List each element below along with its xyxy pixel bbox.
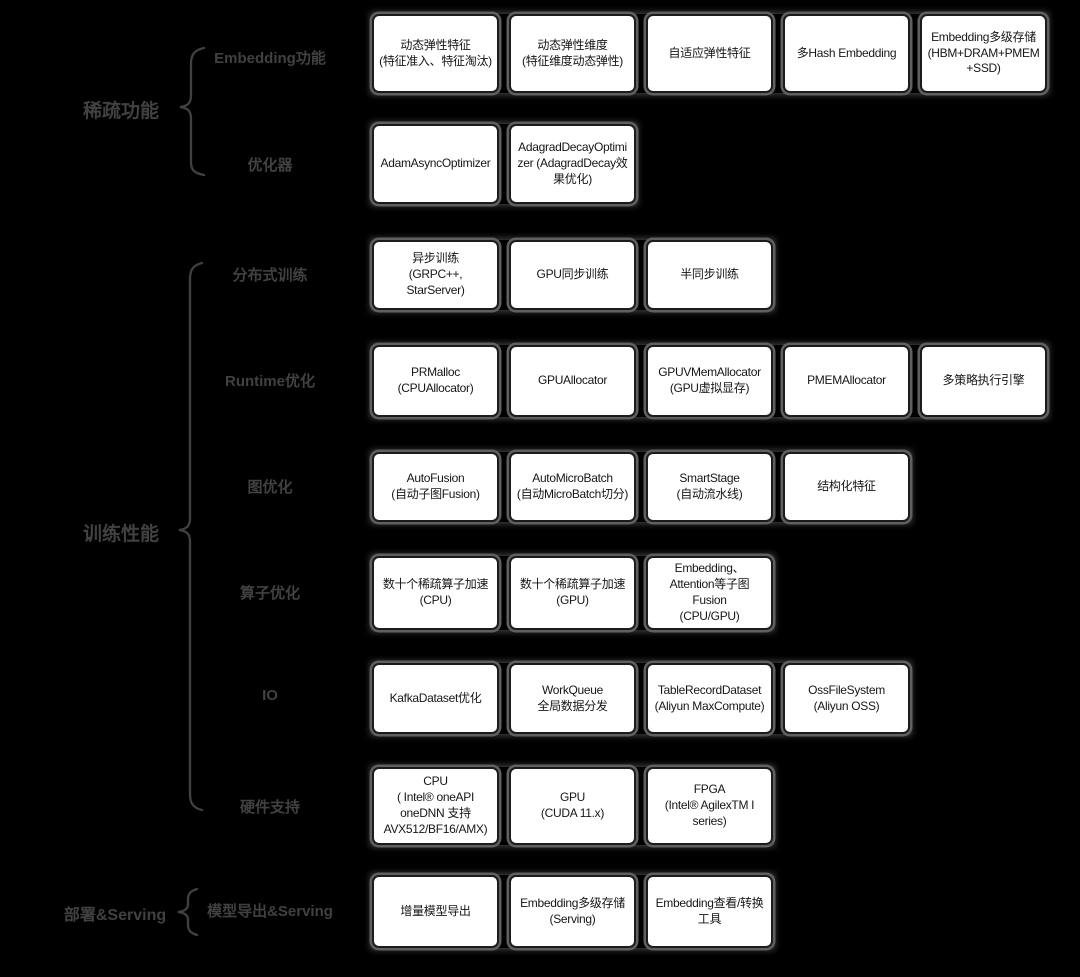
- feature-box-embedding-serving: Embedding多级存储 (Serving): [509, 875, 636, 948]
- branch-label-runtime: Runtime优化: [224, 373, 315, 390]
- feature-box-gpu: GPU (CUDA 11.x): [509, 767, 636, 845]
- feature-box-cpu: CPU ( Intel® oneAPI oneDNN 支持 AVX512/BF1…: [372, 767, 499, 845]
- feature-box-subgraph-fusion: Embedding、 Attention等子图 Fusion (CPU/GPU): [646, 556, 773, 630]
- feature-box-tablerecord: TableRecordDataset (Aliyun MaxCompute): [646, 663, 773, 734]
- feature-box-autofusion: AutoFusion (自动子图Fusion): [372, 452, 499, 522]
- feature-box-sparse-op-cpu: 数十个稀疏算子加速 (CPU): [372, 556, 499, 630]
- branch-label-export-serving: 模型导出&Serving: [207, 903, 333, 920]
- branch-label-graph-opt: 图优化: [247, 479, 293, 496]
- row-serving: 增量模型导出 Embedding多级存储 (Serving) Embedding…: [372, 875, 773, 948]
- row-embedding: 动态弹性特征 (特征准入、特征淘汰) 动态弹性维度 (特征维度动态弹性) 自适应…: [372, 14, 1047, 93]
- feature-box-adaptive-elastic: 自适应弹性特征: [646, 14, 773, 93]
- branch-label-io: IO: [262, 687, 278, 704]
- row-op-opt: 数十个稀疏算子加速 (CPU) 数十个稀疏算子加速 (GPU) Embeddin…: [372, 556, 773, 630]
- group-label-deploy-serving: 部署&Serving: [63, 907, 167, 924]
- feature-box-adagrad-decay-optimizer: AdagradDecayOptimizer (AdagradDecay效果优化): [509, 124, 636, 204]
- feature-box-sparse-op-gpu: 数十个稀疏算子加速 (GPU): [509, 556, 636, 630]
- branch-label-distributed: 分布式训练: [232, 267, 308, 284]
- branch-label-optimizer: 优化器: [247, 157, 293, 174]
- feature-box-fpga: FPGA (Intel® AgilexTM I series): [646, 767, 773, 845]
- feature-box-dynamic-elastic-dim: 动态弹性维度 (特征维度动态弹性): [509, 14, 636, 93]
- feature-box-prmalloc: PRMalloc (CPUAllocator): [372, 345, 499, 417]
- feature-box-async-training: 异步训练 (GRPC++, StarServer): [372, 240, 499, 310]
- feature-box-workqueue: WorkQueue 全局数据分发: [509, 663, 636, 734]
- branch-label-embedding: Embedding功能: [214, 50, 326, 67]
- group-label-training-performance: 训练性能: [82, 524, 159, 545]
- row-graph-opt: AutoFusion (自动子图Fusion) AutoMicroBatch (…: [372, 452, 910, 522]
- feature-box-embedding-storage: Embedding多级存储 (HBM+DRAM+PMEM +SSD): [920, 14, 1047, 93]
- row-io: KafkaDataset优化 WorkQueue 全局数据分发 TableRec…: [372, 663, 910, 734]
- feature-box-incremental-export: 增量模型导出: [372, 875, 499, 948]
- feature-box-pmem-allocator: PMEMAllocator: [783, 345, 910, 417]
- feature-box-dynamic-elastic-feature: 动态弹性特征 (特征准入、特征淘汰): [372, 14, 499, 93]
- feature-box-gpu-sync: GPU同步训练: [509, 240, 636, 310]
- feature-box-gpuvmem: GPUVMemAllocator (GPU虚拟显存): [646, 345, 773, 417]
- row-hardware: CPU ( Intel® oneAPI oneDNN 支持 AVX512/BF1…: [372, 767, 773, 845]
- feature-box-semi-sync: 半同步训练: [646, 240, 773, 310]
- feature-box-automicrobatch: AutoMicroBatch (自动MicroBatch切分): [509, 452, 636, 522]
- row-optimizer: AdamAsyncOptimizer AdagradDecayOptimizer…: [372, 124, 636, 204]
- row-runtime: PRMalloc (CPUAllocator) GPUAllocator GPU…: [372, 345, 1047, 417]
- feature-box-structured: 结构化特征: [783, 452, 910, 522]
- feature-box-kafka-dataset: KafkaDataset优化: [372, 663, 499, 734]
- branch-label-op-opt: 算子优化: [239, 585, 300, 602]
- feature-box-embedding-tools: Embedding查看/转换 工具: [646, 875, 773, 948]
- feature-box-gpu-allocator: GPUAllocator: [509, 345, 636, 417]
- group-label-sparse-features: 稀疏功能: [82, 101, 159, 122]
- feature-box-smartstage: SmartStage (自动流水线): [646, 452, 773, 522]
- feature-box-multi-hash-embedding: 多Hash Embedding: [783, 14, 910, 93]
- feature-box-multi-strategy: 多策略执行引擎: [920, 345, 1047, 417]
- branch-label-hardware: 硬件支持: [239, 799, 300, 816]
- feature-box-ossfilesystem: OssFileSystem (Aliyun OSS): [783, 663, 910, 734]
- row-distributed: 异步训练 (GRPC++, StarServer) GPU同步训练 半同步训练: [372, 240, 773, 310]
- feature-box-adam-async-optimizer: AdamAsyncOptimizer: [372, 124, 499, 204]
